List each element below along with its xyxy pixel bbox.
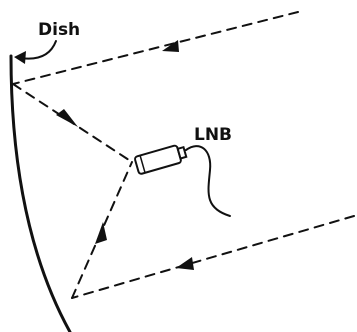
lnb-unit bbox=[134, 144, 188, 175]
dish-label: Dish bbox=[38, 20, 80, 40]
dish-reflector bbox=[9, 54, 72, 332]
dish-pointer-arrowhead bbox=[14, 51, 26, 64]
incoming-ray-lower-arrowhead bbox=[176, 257, 194, 270]
reflected-ray-lower-arrowhead bbox=[95, 222, 107, 244]
incoming-ray-upper-arrowhead bbox=[162, 40, 179, 52]
reflected-ray-upper-arrowhead bbox=[56, 109, 78, 127]
lnb-body-band bbox=[139, 155, 146, 173]
lnb-connector bbox=[176, 145, 188, 160]
incoming-ray-upper bbox=[12, 11, 299, 85]
lnb-label: LNB bbox=[194, 125, 232, 145]
lnb-cable bbox=[185, 145, 231, 217]
incoming-ray-lower bbox=[71, 215, 355, 299]
reflected-ray-lower bbox=[71, 161, 133, 299]
